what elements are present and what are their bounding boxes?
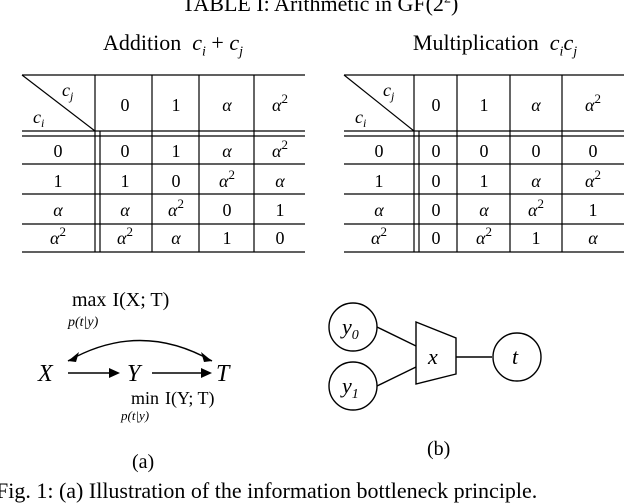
multiplication-cell: 1 bbox=[480, 171, 489, 191]
addition-corner: cj ci bbox=[33, 80, 74, 130]
addition-cell: 0 bbox=[172, 171, 181, 191]
addition-cell: α2 bbox=[219, 167, 235, 191]
addition-col-header: 0 bbox=[121, 95, 130, 115]
multiplication-cell: 0 bbox=[432, 228, 441, 248]
fig-b-t: t bbox=[512, 344, 519, 369]
arrow-x-y bbox=[109, 368, 120, 378]
addition-cell: α bbox=[171, 228, 181, 248]
multiplication-cell: α2 bbox=[528, 196, 544, 220]
addition-row-header: α bbox=[53, 200, 63, 220]
node-y1 bbox=[328, 361, 378, 411]
addition-cell: 0 bbox=[121, 141, 130, 161]
multiplication-row-header: 1 bbox=[375, 171, 384, 191]
fig-a-label: (a) bbox=[132, 451, 154, 473]
node-t bbox=[492, 332, 542, 382]
multiplication-cell: α bbox=[479, 200, 489, 220]
addition-cell: α2 bbox=[272, 137, 288, 161]
fig-b-label: (b) bbox=[427, 438, 450, 460]
fig-a-max-sub: p(t|y) bbox=[67, 315, 99, 330]
addition-cell: α2 bbox=[117, 224, 133, 248]
fig-a-node-x: X bbox=[37, 361, 54, 387]
arrowhead-right bbox=[201, 352, 212, 362]
addition-table-grid bbox=[21, 74, 305, 253]
addition-cell: 1 bbox=[223, 228, 232, 248]
addition-cell: α bbox=[275, 171, 285, 191]
addition-cell: 1 bbox=[276, 200, 285, 220]
addition-cells: 0 1 α α2 0 0 1 α α2 1 1 0 α2 α α α α2 0 1 α2 α2 α 1 0 bbox=[50, 91, 288, 248]
multiplication-header-cj: cj bbox=[383, 80, 395, 103]
addition-cell: 0 bbox=[276, 228, 285, 248]
node-y0 bbox=[328, 302, 378, 352]
figure-caption: Fig. 1: (a) Illustration of the informat… bbox=[0, 478, 538, 503]
addition-col-header: α bbox=[222, 95, 232, 115]
multiplication-cell: α2 bbox=[585, 167, 601, 191]
addition-col-header: α2 bbox=[272, 91, 288, 115]
multiplication-header-ci: ci bbox=[355, 107, 366, 130]
figure-b bbox=[328, 302, 542, 411]
multiplication-col-header: α bbox=[531, 95, 541, 115]
multiplication-cell: α bbox=[588, 228, 598, 248]
addition-cell: α bbox=[120, 200, 130, 220]
addition-row-header: 0 bbox=[54, 141, 63, 161]
multiplication-col-header: α2 bbox=[585, 91, 601, 115]
fig-a-node-t: T bbox=[216, 361, 231, 387]
addition-cell: 1 bbox=[172, 141, 181, 161]
addition-title: Addition ci + cj bbox=[103, 30, 243, 60]
figure-b-labels: y0 y1 x t (b) bbox=[340, 314, 519, 460]
multiplication-row-header: 0 bbox=[375, 141, 384, 161]
multiplication-cell: 0 bbox=[432, 200, 441, 220]
arrow-y-t bbox=[201, 368, 212, 378]
multiplication-cell: 0 bbox=[432, 141, 441, 161]
multiplication-cell: 0 bbox=[589, 141, 598, 161]
fig-b-y0: y0 bbox=[340, 314, 359, 343]
multiplication-cell: α bbox=[531, 171, 541, 191]
multiplication-table-grid bbox=[343, 74, 624, 253]
addition-cell: 1 bbox=[121, 171, 130, 191]
fig-a-min-sub: p(t|y) bbox=[120, 408, 149, 423]
multiplication-row-header: α bbox=[374, 200, 384, 220]
node-x-trapezoid bbox=[415, 320, 457, 385]
arrowhead-left bbox=[68, 352, 79, 362]
multiplication-col-header: 1 bbox=[480, 95, 489, 115]
multiplication-cell: 1 bbox=[532, 228, 541, 248]
multiplication-row-header: α2 bbox=[371, 224, 387, 248]
multiplication-cell: 0 bbox=[432, 171, 441, 191]
addition-row-header: α2 bbox=[50, 224, 66, 248]
addition-cell: α2 bbox=[168, 196, 184, 220]
table-caption: TABLE I: Arithmetic in GF(22) bbox=[181, 0, 459, 16]
multiplication-cells: 0 1 α α2 0 0 0 0 0 1 0 1 α α2 α 0 α α2 1 α2 0 α2 1 α bbox=[371, 91, 601, 248]
addition-header-cj: cj bbox=[62, 80, 74, 103]
multiplication-cell: α2 bbox=[476, 224, 492, 248]
addition-cell: α bbox=[222, 141, 232, 161]
fig-b-x: x bbox=[427, 344, 438, 369]
fig-b-y1: y1 bbox=[340, 373, 359, 402]
addition-header-ci: ci bbox=[33, 107, 44, 130]
multiplication-cell: 1 bbox=[589, 200, 598, 220]
fig-a-node-y: Y bbox=[127, 361, 143, 387]
addition-row-header: 1 bbox=[54, 171, 63, 191]
addition-col-header: 1 bbox=[172, 95, 181, 115]
multiplication-cell: 0 bbox=[480, 141, 489, 161]
multiplication-col-header: 0 bbox=[432, 95, 441, 115]
multiplication-corner: cj ci bbox=[355, 80, 395, 130]
addition-cell: 0 bbox=[223, 200, 232, 220]
multiplication-cell: 0 bbox=[532, 141, 541, 161]
multiplication-title: Multiplication cicj bbox=[412, 30, 578, 60]
